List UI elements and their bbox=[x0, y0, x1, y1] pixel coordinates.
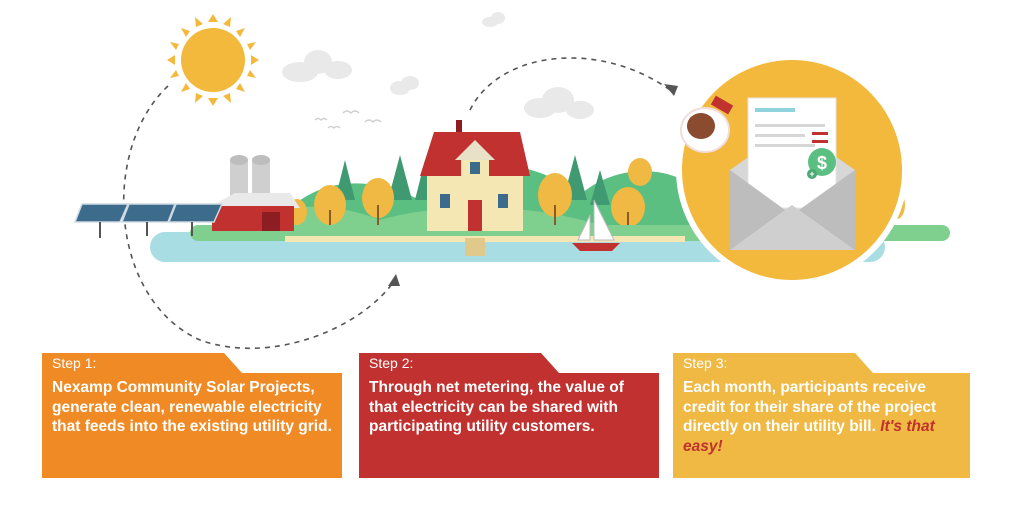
flow-arrows bbox=[122, 57, 671, 350]
svg-text:+: + bbox=[809, 169, 814, 179]
step-2-text: Through net metering, the value of that … bbox=[359, 373, 659, 478]
step-3-body: Each month, participants receive credit … bbox=[673, 373, 970, 478]
step-2-label: Step 2: bbox=[369, 355, 414, 371]
arrow-head bbox=[664, 84, 678, 96]
step-1-text: Nexamp Community Solar Projects, generat… bbox=[42, 373, 342, 478]
birds bbox=[314, 110, 382, 130]
step-2-tab bbox=[359, 353, 559, 373]
svg-text:$: $ bbox=[817, 153, 827, 173]
barn-icon bbox=[208, 155, 300, 231]
coffee-cup-icon bbox=[680, 95, 734, 153]
dollar-icon: $ + bbox=[807, 148, 836, 179]
cloud-icon bbox=[282, 12, 594, 119]
step-3-tab bbox=[673, 353, 873, 373]
step-1-tab bbox=[42, 353, 242, 373]
solar-panel-icon bbox=[73, 203, 224, 223]
step-2-card: Step 2: Through net metering, the value … bbox=[359, 353, 659, 478]
arrow-head bbox=[388, 274, 400, 286]
trees bbox=[287, 155, 905, 234]
step-3-label: Step 3: bbox=[683, 355, 728, 371]
step-3-text: Each month, participants receive credit … bbox=[683, 379, 937, 435]
step-3-card: Step 3: Each month, participants receive… bbox=[673, 353, 970, 478]
envelope-icon bbox=[676, 54, 908, 286]
sun-icon bbox=[167, 14, 259, 106]
sailboat-icon bbox=[572, 199, 620, 251]
solar-panel-legs bbox=[99, 222, 193, 238]
step-1-card: Step 1: Nexamp Community Solar Projects,… bbox=[42, 353, 342, 478]
step-1-label: Step 1: bbox=[52, 355, 97, 371]
dock bbox=[465, 238, 485, 256]
house-icon bbox=[420, 120, 530, 231]
step-3-highlight: It's that easy! bbox=[683, 418, 935, 455]
